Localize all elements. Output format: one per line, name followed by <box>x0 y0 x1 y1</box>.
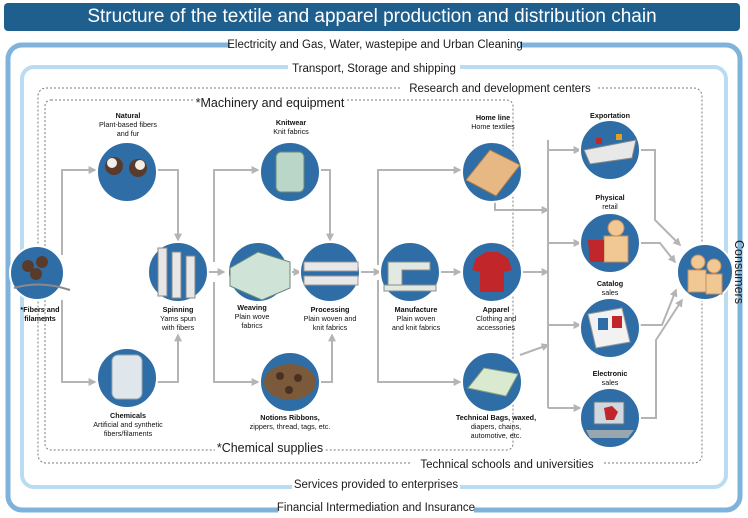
physical-sub: retail <box>602 202 618 211</box>
node-electronic-sales: Electronic sales <box>579 369 641 449</box>
node-consumers: Consumers <box>676 240 746 304</box>
physical-title: Physical <box>595 193 624 202</box>
apparel-title: Apparel <box>483 305 510 314</box>
node-technical: Technical Bags, waxed, diapers, chains, … <box>456 351 536 440</box>
band-machinery: *Machinery and equipment <box>196 96 345 110</box>
electronic-sub: sales <box>602 378 619 387</box>
node-manufacture: Manufacture Plain woven and knit fabrics <box>379 241 441 332</box>
notions-sub: zippers, thread, tags, etc. <box>250 422 331 431</box>
apparel-sub2: accessories <box>477 323 515 332</box>
natural-sub1: Plant-based fibers <box>99 120 157 129</box>
node-homeline: Home line Home textiles <box>461 113 523 203</box>
homeline-title: Home line <box>476 113 510 122</box>
homeline-sub: Home textiles <box>471 122 515 131</box>
flow-arrows <box>61 140 683 419</box>
manufacture-sub1: Plain woven <box>397 314 436 323</box>
catalog-sub: sales <box>602 288 619 297</box>
consumers-label: Consumers <box>732 240 746 304</box>
node-chemicals: Chemicals Artificial and synthetic fiber… <box>93 347 163 438</box>
spinning-sub2: with fibers <box>161 323 195 332</box>
research-frame <box>37 87 703 464</box>
technical-title: Technical Bags, waxed, <box>456 413 536 422</box>
manufacture-title: Manufacture <box>395 305 438 314</box>
node-physical-retail: Physical retail <box>579 193 641 274</box>
spinning-sub1: Yarns spun <box>160 314 196 323</box>
catalog-title: Catalog <box>597 279 623 288</box>
node-knitwear: Knitwear Knit fabrics <box>259 118 321 203</box>
weaving-sub2: fabrics <box>241 321 263 330</box>
node-spinning: Spinning Yarns spun with fibers <box>147 241 209 332</box>
node-apparel: Apparel Clothing and accessories <box>461 241 523 332</box>
node-fibers: *Fibers and filaments <box>9 245 71 323</box>
fibers-title: *Fibers and <box>20 305 59 314</box>
node-processing: Processing Plain woven and knit fabrics <box>299 241 361 332</box>
node-catalog-sales: Catalog sales <box>579 279 641 359</box>
technical-sub2: automotive, etc. <box>471 431 522 440</box>
band-financial: Financial Intermediation and Insurance <box>277 502 475 514</box>
fibers-sub: filaments <box>24 314 56 323</box>
band-chemical-supplies: *Chemical supplies <box>217 441 323 455</box>
manufacture-sub2: and knit fabrics <box>392 323 441 332</box>
band-research: Research and development centers <box>409 83 591 95</box>
technical-sub1: diapers, chains, <box>471 422 521 431</box>
band-technical-schools: Technical schools and universities <box>420 459 593 471</box>
electronic-title: Electronic <box>593 369 628 378</box>
band-services: Services provided to enterprises <box>294 479 459 491</box>
node-weaving: Weaving Plain wove fabrics <box>227 241 291 330</box>
title-bar: Structure of the textile and apparel pro… <box>4 3 740 31</box>
node-notions: Notions Ribbons, zippers, thread, tags, … <box>250 351 331 431</box>
natural-sub2: and fur <box>117 129 140 138</box>
notions-title: Notions Ribbons, <box>260 413 320 422</box>
weaving-sub1: Plain wove <box>235 312 270 321</box>
node-natural: Natural Plant-based fibers and fur <box>96 111 158 203</box>
processing-title: Processing <box>311 305 350 314</box>
chemicals-sub1: Artificial and synthetic <box>93 420 163 429</box>
knitwear-sub: Knit fabrics <box>273 127 309 136</box>
diagram-title: Structure of the textile and apparel pro… <box>87 6 657 27</box>
spinning-title: Spinning <box>163 305 194 314</box>
exportation-title: Exportation <box>590 111 630 120</box>
chemicals-title: Chemicals <box>110 411 146 420</box>
processing-sub2: knit fabrics <box>313 323 348 332</box>
apparel-sub1: Clothing and <box>476 314 516 323</box>
weaving-title: Weaving <box>237 303 266 312</box>
node-exportation: Exportation <box>579 111 641 181</box>
natural-title: Natural <box>116 111 141 120</box>
chemicals-sub2: fibers/filaments <box>104 429 153 438</box>
processing-sub1: Plain woven and <box>304 314 357 323</box>
band-utilities: Electricity and Gas, Water, wastepipe an… <box>227 39 523 51</box>
band-transport: Transport, Storage and shipping <box>292 63 456 75</box>
knitwear-title: Knitwear <box>276 118 307 127</box>
